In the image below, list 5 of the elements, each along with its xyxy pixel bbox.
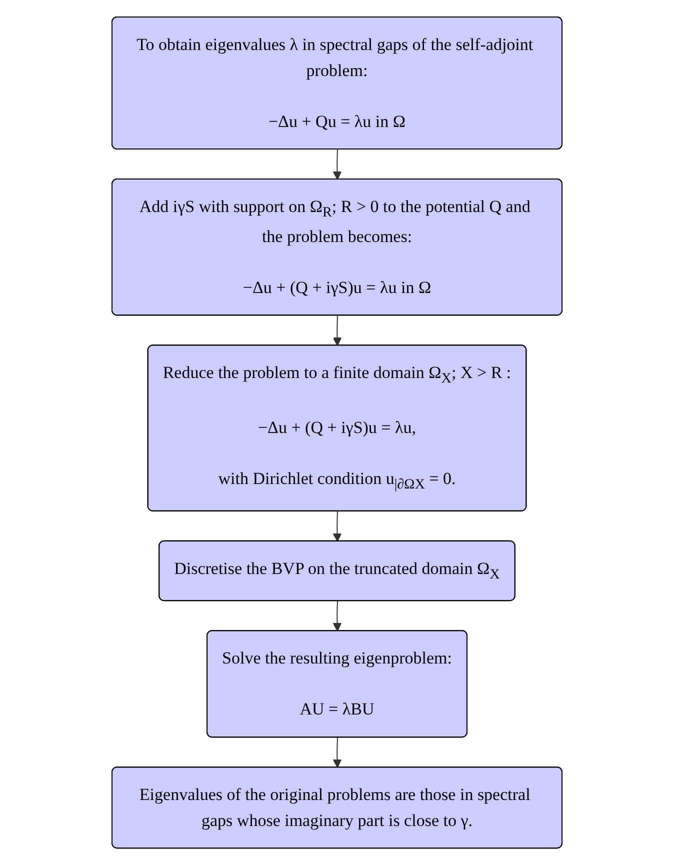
arrow [332,315,342,346]
arrow [332,600,342,632]
arrow [332,148,342,180]
arrow [332,737,342,768]
arrow [332,510,342,542]
